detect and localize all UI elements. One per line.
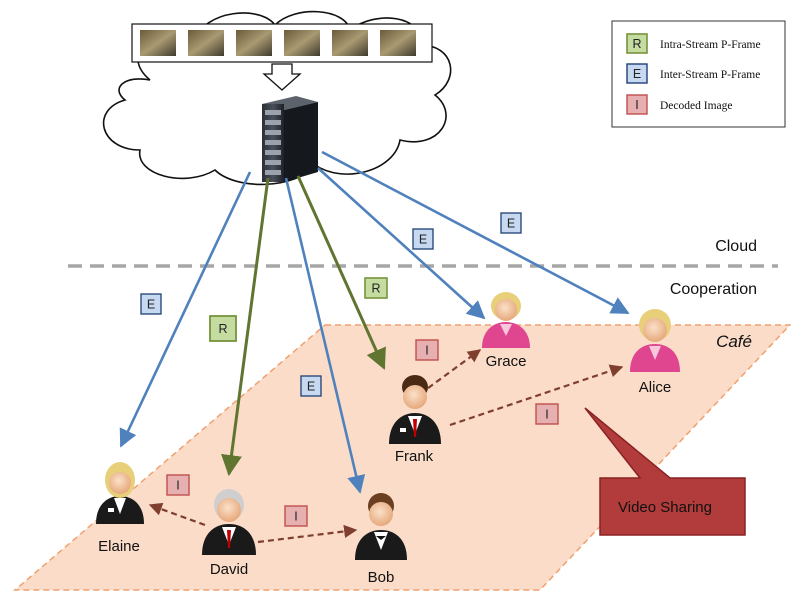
user-label-elaine: Elaine [98,538,140,555]
badge-decoded: I [166,474,190,496]
legend-label: Intra-Stream P-Frame [660,39,761,51]
callout-label: Video Sharing [618,499,712,516]
decoded-arrow-david-bob [257,524,358,544]
video-thumbnail [140,30,176,56]
badge-label: E [507,217,515,231]
user-avatar-alice [630,309,680,372]
badge-decoded: I [284,505,308,527]
badge-inter-stream: E [412,228,434,250]
legend-label: Decoded Image [660,100,732,112]
down-arrow-icon [262,63,302,91]
video-thumbnail [284,30,320,56]
video-thumbnail [236,30,272,56]
video-frame-strip [131,23,433,63]
legend-badge: E [633,67,641,81]
legend-item-inter: E Inter-Stream P-Frame [626,63,760,84]
intra-stream-arrow-frank [296,175,386,370]
intra-stream-arrow-david [221,177,270,477]
video-thumbnail [332,30,368,56]
legend-badge: R [632,37,641,51]
badge-label: I [294,510,297,524]
inter-stream-arrow-bob [284,177,366,494]
badge-inter-stream: E [500,212,522,234]
badge-label: E [307,380,315,394]
badge-label: R [371,282,380,296]
cooperation-zone-label: Cooperation [670,281,757,298]
inter-stream-arrow-alice [321,150,630,315]
inter-stream-arrow-grace [317,167,486,320]
legend-label: Inter-Stream P-Frame [660,69,760,81]
legend-item-decoded: I Decoded Image [626,94,732,115]
video-thumbnail [380,30,416,56]
user-avatar-bob [355,493,407,560]
badge-label: E [419,233,427,247]
user-label-david: David [210,561,248,578]
legend: R Intra-Stream P-Frame E Inter-Stream P-… [611,20,786,128]
legend-item-intra: R Intra-Stream P-Frame [626,33,761,54]
video-thumbnail [188,30,224,56]
video-sharing-callout: Video Sharing [584,407,746,536]
badge-inter-stream: E [300,375,322,397]
server-rack-icon [262,96,318,182]
user-label-grace: Grace [486,353,527,370]
user-avatar-frank [389,375,441,444]
user-avatar-david [202,489,256,555]
decoded-arrow-frank-grace [419,349,482,395]
decoded-arrow-frank-alice [449,364,624,427]
user-avatar-grace [482,292,530,348]
badge-intra-stream: R [209,315,237,342]
badge-label: I [425,344,428,358]
badge-intra-stream: R [364,277,388,299]
badge-label: I [545,408,548,422]
user-label-bob: Bob [368,569,395,586]
cloud-zone-label: Cloud [715,238,757,255]
badge-inter-stream: E [140,293,162,315]
badge-label: I [176,479,179,493]
badge-decoded: I [415,339,439,361]
user-avatar-elaine [96,462,144,524]
badge-label: R [218,322,227,336]
user-label-alice: Alice [639,379,672,396]
user-label-frank: Frank [395,448,434,465]
legend-badge: I [635,98,638,112]
cafe-zone-label: Café [716,332,752,351]
badge-label: E [147,298,155,312]
badge-decoded: I [535,403,559,425]
inter-stream-arrow-elaine [119,171,252,448]
